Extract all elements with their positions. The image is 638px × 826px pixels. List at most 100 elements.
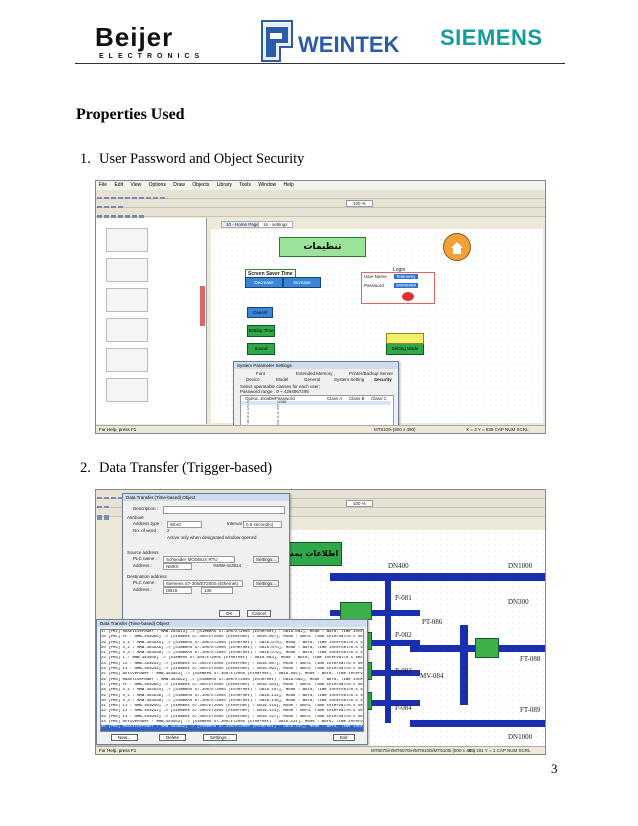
- list-item[interactable]: 27 [PM4] PF : %MW-3#3966] -> [Siemens S7…: [101, 682, 363, 687]
- list-item[interactable]: 23 [PM3] I2 : %MW-3#3942] -> [Siemens S7…: [101, 661, 363, 666]
- panel-scrollbar[interactable]: [200, 286, 205, 326]
- list-item[interactable]: 31 [PM4] I1 : %MW-4#3940] -> [Siemens S7…: [101, 704, 363, 709]
- source-address-value[interactable]: %MW-4x3914: [213, 563, 242, 568]
- tab-general[interactable]: General: [304, 377, 321, 382]
- list-item[interactable]: 17 [PMI] ReActivePower : %MW-2#3913] -> …: [101, 630, 363, 634]
- valve-motor[interactable]: [475, 638, 499, 658]
- menu-library[interactable]: Library: [216, 182, 232, 188]
- ok-button[interactable]: OK: [219, 610, 240, 617]
- pump-motor[interactable]: [340, 602, 372, 620]
- row-password[interactable]: 0: [277, 414, 279, 419]
- menu-window[interactable]: Window: [258, 182, 277, 188]
- setting-mode-button[interactable]: Setting Mode: [386, 343, 424, 355]
- list-item[interactable]: 29 [PM4] V_2 : %MW-4#3936] -> [Siemens S…: [101, 693, 363, 698]
- list-item[interactable]: 34 [PM4] ActivePower : %MW-4#3952] -> [S…: [101, 720, 363, 725]
- list-item[interactable]: 35 [PM4] ReActivePower : %MW-4#3962] -> …: [101, 725, 363, 731]
- list-item[interactable]: 30 [PM4] V_3 : %MW-4#3938] -> [Siemens S…: [101, 698, 363, 703]
- tab-extended-memory[interactable]: Extended Memory: [296, 371, 333, 376]
- window-thumbnail[interactable]: [106, 348, 148, 372]
- interval-select[interactable]: 0.5 second(s): [243, 521, 283, 528]
- tab-font[interactable]: Font: [256, 371, 266, 376]
- list-item[interactable]: 21 [PM3] V_3 : %MW-3#3938] -> [Siemens S…: [101, 651, 363, 656]
- tab-settings[interactable]: 16 - settings: [258, 221, 293, 228]
- list-item[interactable]: 33 [PM4] I3 : %MW-4#3944] -> [Siemens S7…: [101, 714, 363, 719]
- menu-draw[interactable]: Draw: [173, 182, 185, 188]
- tab-printer-backup[interactable]: Printer/Backup Server: [349, 371, 394, 376]
- menu-objects[interactable]: Objects: [192, 182, 210, 188]
- login-key-icon[interactable]: [402, 292, 414, 301]
- lamp-object-icon[interactable]: [104, 214, 109, 220]
- cancel-button[interactable]: Cancel: [247, 610, 272, 617]
- user-name-field[interactable]: Telemetry: [394, 274, 418, 279]
- row-password[interactable]: 0: [277, 422, 279, 426]
- dest-offset-input[interactable]: 135: [201, 587, 233, 594]
- window-thumbnail[interactable]: [106, 228, 148, 252]
- tab-security[interactable]: Security: [374, 377, 392, 382]
- new-button[interactable]: New...: [111, 734, 138, 741]
- no-of-word-value[interactable]: 2: [167, 528, 170, 533]
- exit-button[interactable]: Exit: [333, 734, 355, 741]
- picture-object-icon[interactable]: [139, 214, 144, 220]
- window-thumbnail[interactable]: [106, 318, 148, 342]
- home-icon[interactable]: [443, 233, 471, 261]
- list-item[interactable]: 18 [PMI] PF : %MW-2#3966] -> [Siemens S7…: [101, 635, 363, 640]
- delete-button[interactable]: Delete: [159, 734, 187, 741]
- row-password[interactable]: 12345: [277, 400, 287, 404]
- button-object-icon[interactable]: [97, 214, 102, 220]
- sound-button[interactable]: Sound: [247, 343, 275, 355]
- tab-system-setting[interactable]: System Setting: [334, 377, 365, 382]
- row-password[interactable]: 0: [277, 403, 279, 408]
- window-thumbnail[interactable]: [106, 258, 148, 282]
- row-password[interactable]: 0: [277, 411, 279, 416]
- list-settings-button[interactable]: Settings...: [203, 734, 238, 741]
- row-password[interactable]: 0: [277, 418, 279, 423]
- list-item[interactable]: 22 [PM3] I : %MW-3#3909] -> [Siemens S7-…: [101, 656, 363, 661]
- window-thumbnail[interactable]: [106, 288, 148, 312]
- source-settings-button[interactable]: Settings...: [253, 556, 280, 563]
- setting-time-button[interactable]: Setting Time: [247, 325, 275, 337]
- menu-help[interactable]: Help: [283, 182, 294, 188]
- list-item[interactable]: 19 [PM3] V_1 : %MW-3#3934] -> [Siemens S…: [101, 640, 363, 645]
- list-item[interactable]: 28 [PM4] V_1 : %MW-4#3934] -> [Siemens S…: [101, 688, 363, 693]
- table-row[interactable]: 70: [241, 422, 391, 427]
- source-plc-select[interactable]: Schneider MODBUS RTU: [163, 556, 235, 563]
- list-item[interactable]: 32 [PM4] I2 : %MW-4#3942] -> [Siemens S7…: [101, 709, 363, 714]
- address-type-select[interactable]: Word: [167, 521, 202, 528]
- menu-view[interactable]: View: [130, 182, 142, 188]
- alarm-object-icon[interactable]: [132, 214, 137, 220]
- zoom-select[interactable]: 100 %: [346, 500, 373, 507]
- text-object-icon[interactable]: [118, 214, 123, 220]
- menu-edit[interactable]: Edit: [114, 182, 124, 188]
- dest-db-select[interactable]: DB16: [163, 587, 193, 594]
- menu-file[interactable]: File: [99, 182, 108, 188]
- button-object-icon[interactable]: [97, 514, 102, 520]
- transfer-list[interactable]: 17 [PMI] ReActivePower : %MW-2#3913] -> …: [100, 629, 364, 732]
- menu-options[interactable]: Options: [148, 182, 166, 188]
- list-item[interactable]: 24 [PM3] I3 : %MW-3#3944] -> [Siemens S7…: [101, 667, 363, 672]
- active-window-checkbox[interactable]: Active only when designated window opene…: [167, 535, 257, 540]
- tab-model[interactable]: Model: [276, 377, 289, 382]
- tab-device[interactable]: Device: [246, 377, 260, 382]
- increase-button[interactable]: Increase: [283, 277, 321, 288]
- cancel-button[interactable]: Cancel: [247, 307, 273, 318]
- password-field[interactable]: ########: [394, 283, 419, 288]
- description-input[interactable]: [163, 506, 285, 514]
- window-thumbnail[interactable]: [106, 378, 148, 402]
- menu-tools[interactable]: Tools: [239, 182, 251, 188]
- source-address-input[interactable]: NMK0: [163, 563, 192, 570]
- dest-plc-select[interactable]: Siemens S7-300/ET200S (Ethernet): [163, 580, 244, 587]
- dest-settings-button[interactable]: Settings...: [253, 580, 280, 587]
- lamp-object-icon[interactable]: [104, 514, 109, 520]
- chart-object-icon[interactable]: [125, 214, 130, 220]
- list-item[interactable]: 25 [PM3] ActivePower : %MW-3#3952] -> [S…: [101, 672, 363, 677]
- zoom-select[interactable]: 100 %: [346, 200, 373, 207]
- list-item[interactable]: 20 [PM3] V_2 : %MW-3#3936] -> [Siemens S…: [101, 645, 363, 650]
- row-password[interactable]: 0: [277, 407, 279, 412]
- numeric-object-icon[interactable]: [111, 214, 116, 220]
